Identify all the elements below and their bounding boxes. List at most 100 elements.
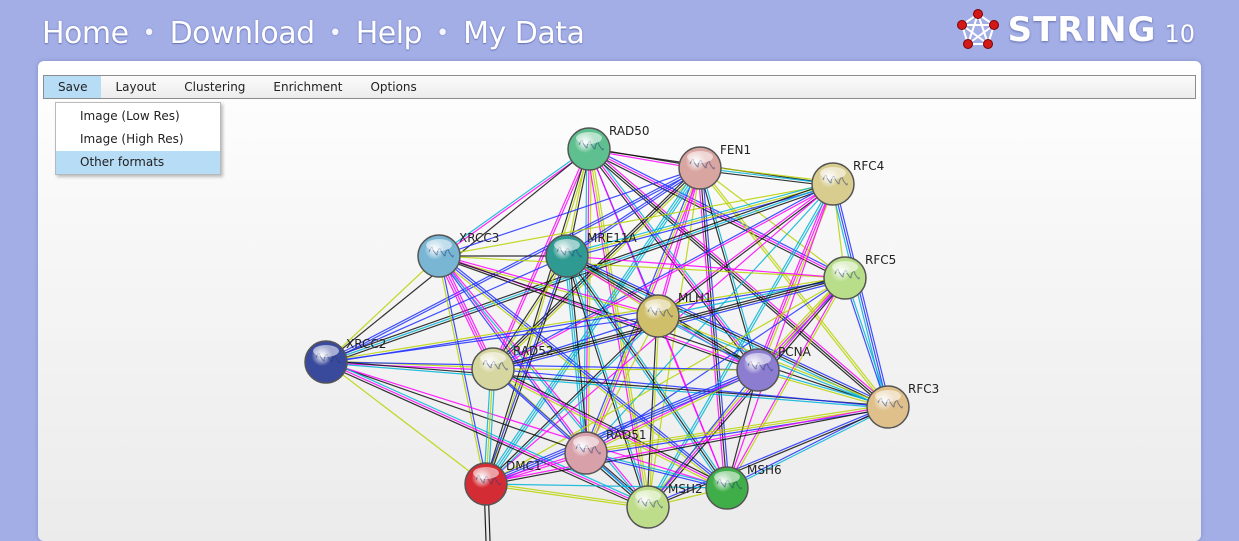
interaction-edge (484, 148, 589, 484)
protein-node-xrcc3[interactable]: XRCC3 (417, 231, 499, 278)
interaction-edge (566, 255, 587, 454)
save-image-high-res[interactable]: Image (High Res) (80, 132, 184, 146)
string-brand[interactable]: STRING 10 (956, 6, 1195, 54)
interaction-edge (438, 183, 834, 257)
node-label: RFC3 (908, 382, 939, 396)
node-gloss (645, 299, 671, 311)
interaction-edge (757, 370, 888, 409)
interaction-edge (585, 148, 590, 454)
interaction-edge (325, 166, 700, 362)
protein-node-mlh1[interactable]: MLH1 (636, 291, 712, 338)
interaction-edge (491, 255, 567, 369)
protein-node-rad52[interactable]: RAD52 (471, 344, 554, 391)
interaction-edge (486, 407, 889, 486)
interaction-edge (493, 184, 834, 371)
interaction-edge (485, 369, 759, 485)
interaction-edge (585, 404, 888, 452)
interaction-edge (658, 184, 835, 318)
save-other-formats[interactable]: Other formats (56, 151, 220, 174)
interaction-edge (486, 316, 660, 486)
nav-home-link[interactable]: Home (42, 15, 129, 51)
node-gloss (573, 436, 599, 448)
node-gloss (714, 471, 740, 483)
interaction-edge (646, 183, 833, 507)
interaction-edge (325, 255, 568, 363)
string-logo-icon (956, 9, 999, 49)
interaction-edge (484, 367, 758, 483)
interaction-edge (485, 167, 701, 485)
interaction-edge (587, 150, 887, 410)
node-label: RAD52 (513, 344, 554, 358)
interaction-edge (325, 362, 888, 409)
node-label: DMC1 (506, 459, 542, 473)
interaction-edge (487, 168, 703, 486)
node-label: XRCC2 (346, 337, 386, 351)
interaction-edge (486, 256, 569, 485)
interaction-edge (325, 361, 487, 485)
interaction-edge (586, 408, 889, 456)
interaction-edge (326, 168, 701, 364)
interaction-edge (585, 453, 727, 490)
interaction-edge (832, 183, 889, 408)
protein-node-mre11a[interactable]: MRE11A (545, 231, 638, 278)
save-image-low-res[interactable]: Image (Low Res) (80, 109, 180, 123)
interaction-edge (590, 146, 890, 406)
menu-options[interactable]: Options (370, 80, 417, 94)
protein-node-pcna[interactable]: PCNA (736, 345, 812, 392)
interaction-edge (492, 368, 889, 408)
interaction-edge (325, 361, 759, 371)
protein-node-msh6[interactable]: MSH6 (705, 463, 782, 510)
top-navigation: Home • Download • Help • My Data (42, 10, 585, 56)
interaction-edge (755, 182, 832, 370)
brand-name: STRING (1007, 10, 1157, 50)
interaction-edge (568, 255, 589, 453)
interaction-edge (700, 165, 834, 183)
protein-node-msh2[interactable]: MSH2 (626, 482, 703, 529)
interaction-edge (493, 256, 569, 370)
menu-save[interactable]: Save (44, 76, 102, 98)
protein-node-rad51[interactable]: RAD51 (564, 428, 647, 475)
interaction-edge (325, 361, 587, 454)
node-gloss (687, 151, 713, 163)
nav-help-link[interactable]: Help (355, 15, 423, 51)
interaction-edge (438, 255, 728, 489)
protein-node-rfc4[interactable]: RFC4 (811, 159, 884, 206)
protein-node-fen1[interactable]: FEN1 (678, 143, 751, 190)
interaction-edge (699, 167, 846, 279)
protein-node-rad50[interactable]: RAD50 (567, 124, 650, 171)
protein-node-rfc5[interactable]: RFC5 (823, 253, 896, 300)
nav-download-link[interactable]: Download (169, 15, 316, 51)
node-gloss (745, 353, 771, 365)
interaction-edge (656, 167, 700, 316)
protein-node-dmc1[interactable]: DMC1 (464, 459, 542, 506)
interaction-edge (656, 182, 833, 316)
node-gloss (313, 345, 339, 357)
menu-enrichment[interactable]: Enrichment (273, 80, 343, 94)
interaction-edge (325, 362, 493, 371)
menu-clustering[interactable]: Clustering (184, 80, 246, 94)
interaction-edge (438, 147, 589, 256)
nav-mydata-link[interactable]: My Data (463, 15, 585, 51)
interaction-edge (492, 368, 759, 371)
interaction-edge (567, 185, 834, 259)
node-label: RAD50 (609, 124, 650, 138)
interaction-edge (647, 405, 888, 507)
node-label: RFC5 (865, 253, 896, 267)
menu-bar: Save Layout Clustering Enrichment Option… (43, 75, 1196, 99)
interaction-edge (647, 369, 759, 508)
menu-layout[interactable]: Layout (115, 80, 157, 94)
save-dropdown-menu: Image (Low Res) Image (High Res) Other f… (55, 102, 221, 175)
interaction-edge (437, 256, 586, 455)
interaction-edge (566, 166, 700, 256)
interaction-edge (485, 483, 728, 489)
interaction-edge (699, 169, 833, 187)
node-gloss (554, 239, 580, 251)
protein-node-xrcc2[interactable]: XRCC2 (304, 337, 386, 384)
nav-separator: • (142, 20, 156, 46)
interaction-edge (484, 314, 658, 484)
interaction-edge (437, 256, 648, 509)
protein-node-rfc3[interactable]: RFC3 (866, 382, 939, 429)
